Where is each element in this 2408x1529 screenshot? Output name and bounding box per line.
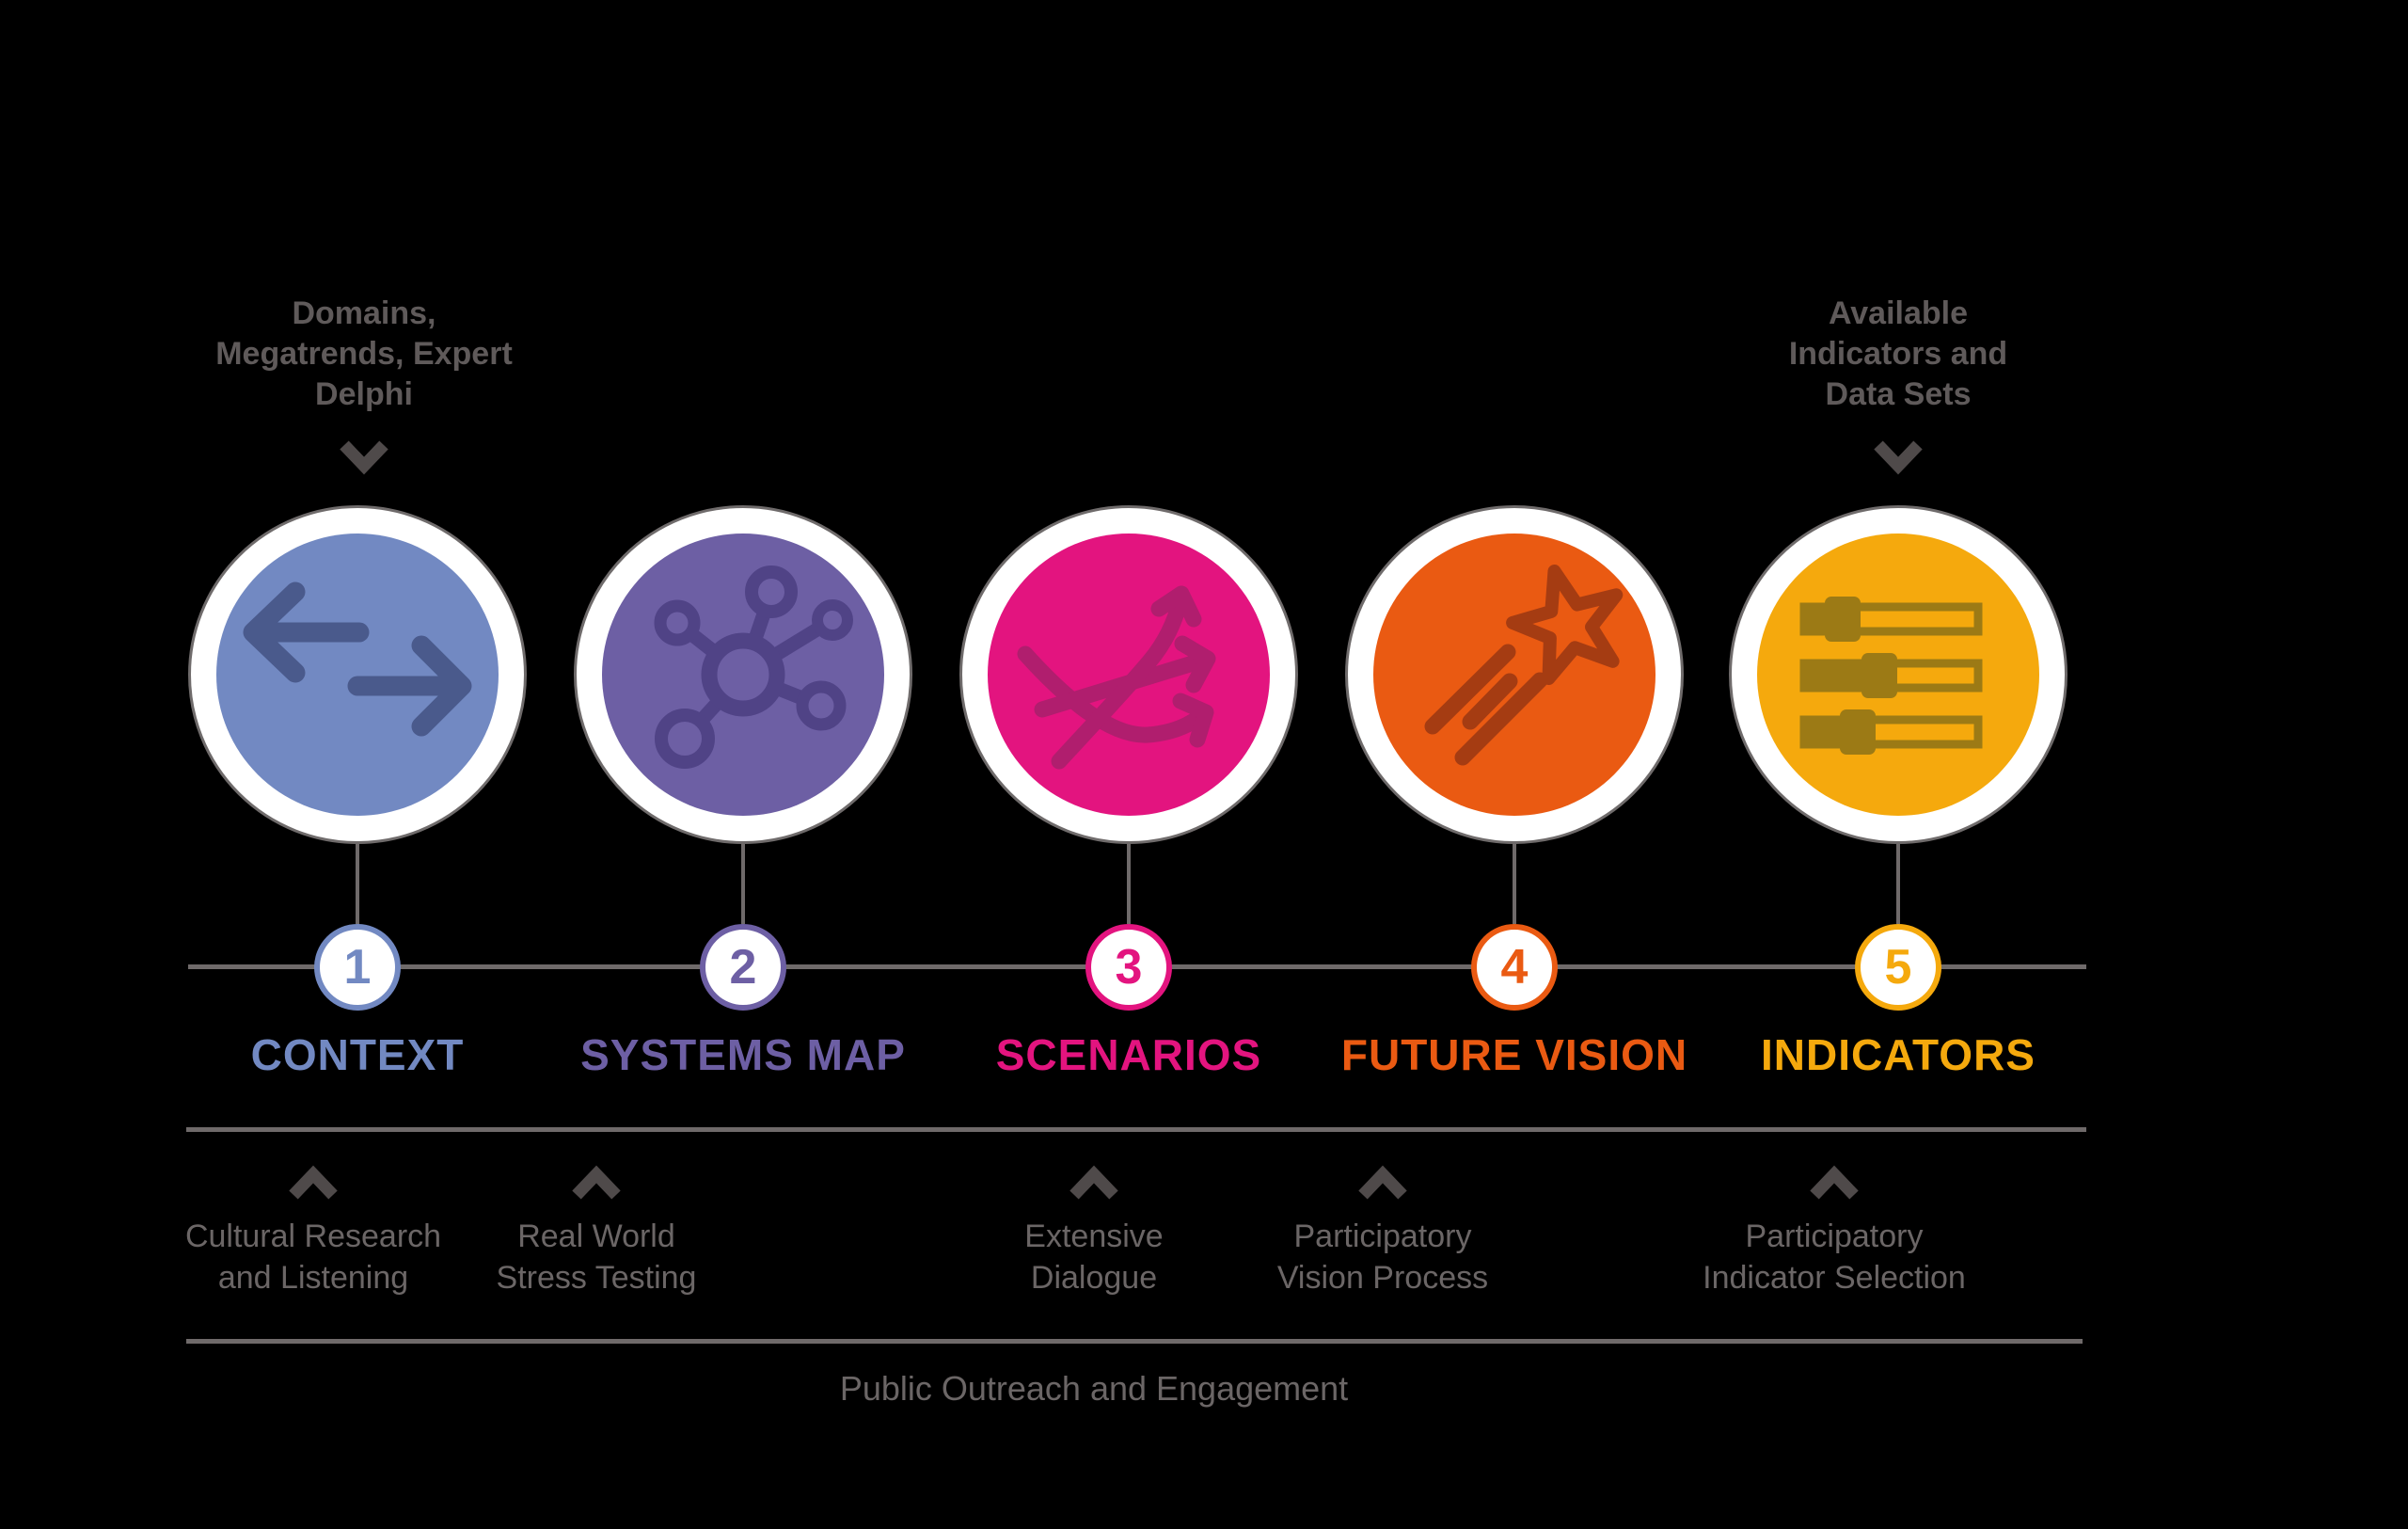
note-line: Cultural Research	[184, 1218, 442, 1254]
step-future-vision: 4 FUTURE VISION	[1279, 505, 1750, 1080]
network-icon	[654, 565, 853, 769]
note-line: Extensive	[1024, 1218, 1164, 1254]
step-label: FUTURE VISION	[1340, 1030, 1688, 1079]
step-systems-map: 2 SYSTEMS MAP	[508, 505, 978, 1080]
chevron-up-icon	[572, 1165, 621, 1200]
annotation-text: Participatory Vision Process	[1277, 1216, 1488, 1298]
upper-separator-rule	[186, 1127, 2086, 1132]
note-line: Delphi	[315, 376, 413, 412]
annotation-text: Extensive Dialogue	[1024, 1216, 1163, 1298]
connector-line	[1127, 844, 1131, 924]
chevron-down-icon	[1874, 440, 1923, 475]
indicators-circle	[1729, 505, 2067, 844]
note-line: Indicators and	[1788, 336, 2008, 372]
step-number: 3	[1115, 940, 1143, 995]
step-number: 2	[729, 940, 757, 995]
note-line: Indicator Selection	[1703, 1260, 1966, 1296]
note-line: Vision Process	[1276, 1260, 1489, 1296]
note-line: Participatory	[1293, 1218, 1472, 1254]
step-number-badge: 4	[1471, 924, 1558, 1011]
annotation-extensive-dialogue: Extensive Dialogue	[906, 1165, 1282, 1298]
context-circle	[188, 505, 527, 844]
connector-line	[356, 844, 359, 924]
annotation-stress-testing: Real World Stress Testing	[408, 1165, 784, 1298]
top-note-text: Available Indicators and Data Sets	[1789, 294, 2007, 415]
step-label: SYSTEMS MAP	[580, 1030, 906, 1079]
connector-line	[741, 844, 745, 924]
chevron-down-icon	[340, 440, 388, 475]
top-note-text: Domains, Megatrends, Expert Delphi	[215, 294, 513, 415]
annotation-text: Cultural Research and Listening	[185, 1216, 441, 1298]
diverging-arrows-icon	[1017, 585, 1216, 770]
annotation-vision-process: Participatory Vision Process	[1195, 1165, 1571, 1298]
step-number-badge: 5	[1855, 924, 1941, 1011]
note-line: Real World	[517, 1218, 675, 1254]
step-number: 5	[1884, 940, 1912, 995]
scenarios-circle	[959, 505, 1298, 844]
systems-map-circle	[574, 505, 912, 844]
chevron-up-icon	[1358, 1165, 1407, 1200]
step-number-badge: 2	[700, 924, 786, 1011]
step-label: CONTEXT	[250, 1030, 465, 1079]
note-line: Domains,	[292, 295, 436, 331]
step-scenarios: 3 SCENARIOS	[894, 505, 1364, 1080]
arrows-icon	[243, 581, 472, 737]
note-line: Available	[1828, 295, 1969, 331]
lower-separator-rule	[186, 1339, 2083, 1344]
note-line: Dialogue	[1030, 1260, 1158, 1296]
chevron-up-icon	[289, 1165, 338, 1200]
footer-caption: Public Outreach and Engagement	[839, 1369, 1349, 1408]
step-number-badge: 1	[314, 924, 401, 1011]
note-line: Megatrends, Expert	[215, 336, 513, 372]
note-line: Stress Testing	[496, 1260, 697, 1296]
future-vision-circle	[1345, 505, 1684, 844]
annotation-text: Real World Stress Testing	[497, 1216, 697, 1298]
top-note-context-inputs: Domains, Megatrends, Expert Delphi	[157, 294, 571, 475]
step-indicators: 5 INDICATORS	[1663, 505, 2133, 1080]
annotation-cultural-research: Cultural Research and Listening	[125, 1165, 501, 1298]
sliders-icon	[1799, 597, 1983, 755]
note-line: and Listening	[217, 1260, 409, 1296]
note-line: Participatory	[1745, 1218, 1924, 1254]
step-context: 1 CONTEXT	[122, 505, 593, 1080]
top-note-indicator-inputs: Available Indicators and Data Sets	[1691, 294, 2105, 475]
chevron-up-icon	[1069, 1165, 1118, 1200]
step-number-badge: 3	[1085, 924, 1172, 1011]
connector-line	[1513, 844, 1516, 924]
step-number: 1	[343, 940, 372, 995]
annotation-text: Participatory Indicator Selection	[1703, 1216, 1966, 1298]
step-label: SCENARIOS	[995, 1030, 1262, 1079]
chevron-up-icon	[1810, 1165, 1859, 1200]
annotation-indicator-selection: Participatory Indicator Selection	[1646, 1165, 2022, 1298]
connector-line	[1896, 844, 1900, 924]
step-number: 4	[1500, 940, 1529, 995]
shooting-star-icon	[1424, 565, 1624, 766]
note-line: Data Sets	[1825, 376, 1972, 412]
step-label: INDICATORS	[1761, 1030, 2036, 1079]
